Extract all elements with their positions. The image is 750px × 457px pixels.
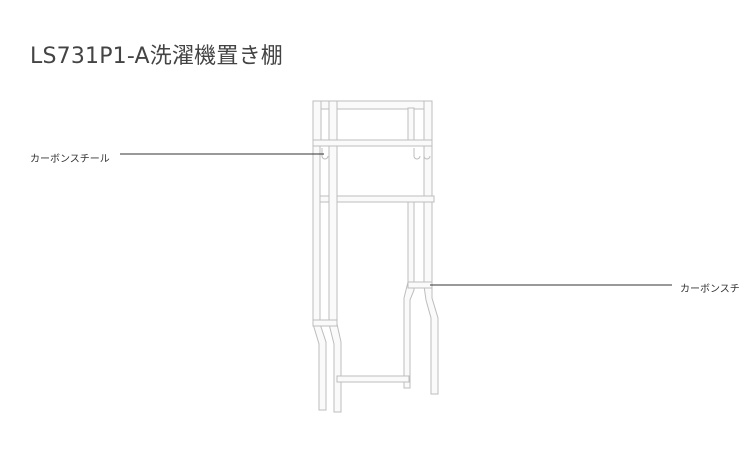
material-label-right: カーボンスチ	[680, 284, 740, 295]
shelf-frame	[312, 100, 439, 413]
page-title: LS731P1-A洗濯機置き棚	[30, 44, 283, 69]
material-label-left: カーボンスチール	[30, 154, 110, 165]
